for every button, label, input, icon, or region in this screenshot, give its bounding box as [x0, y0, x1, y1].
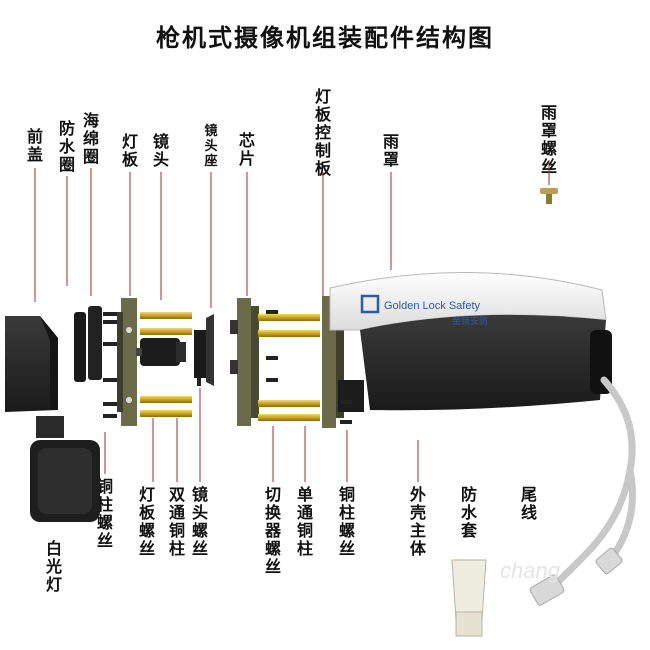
label-lens-mount: 镜头座 [204, 124, 218, 169]
waterproof-ring [74, 312, 86, 382]
housing-body [360, 314, 612, 411]
waterproof-sleeve [451, 559, 487, 637]
label-double-copper-pillar: 双通铜柱 [168, 485, 185, 558]
cable-connectors [529, 547, 623, 606]
label-front-cover: 前盖 [26, 127, 43, 164]
label-tail-cable: 尾线 [520, 485, 537, 522]
screws-left [103, 312, 117, 418]
screws-middle [266, 310, 278, 382]
label-copper-pillar-screw-right: 铜柱螺丝 [338, 485, 355, 558]
label-lamp-board: 灯板 [121, 132, 138, 169]
brand-name: Golden Lock Safety [384, 300, 481, 312]
label-rain-cover: 雨罩 [382, 132, 399, 169]
lamp-board [117, 298, 137, 426]
leader-lines [34, 160, 550, 482]
lens [136, 338, 186, 366]
label-waterproof-sleeve: 防水套 [460, 485, 477, 540]
label-lamp-board-screw: 灯板螺丝 [138, 485, 155, 558]
label-sponge-ring: 海绵圈 [82, 111, 99, 166]
brand-logo-icon [360, 294, 380, 314]
label-lens: 镜头 [152, 132, 169, 169]
label-rain-cover-screw: 雨罩螺丝 [540, 103, 557, 176]
front-cover [5, 316, 58, 412]
rain-cover-screw [540, 188, 558, 204]
chip-board [230, 298, 259, 426]
label-housing-body: 外壳主体 [409, 485, 426, 558]
label-white-light: 白光灯 [45, 539, 62, 594]
label-copper-pillar-screw-left: 铜柱螺丝 [96, 477, 113, 550]
copper-pillars-left [140, 312, 192, 417]
diagram-title: 枪机式摄像机组装配件结构图 [156, 23, 494, 52]
label-chip: 芯片 [238, 131, 255, 168]
copper-pillars-right [258, 314, 320, 421]
lens-mount [194, 314, 214, 386]
label-waterproof-ring: 防水圈 [58, 119, 75, 174]
label-lamp-control-board: 灯板控制板 [314, 87, 331, 178]
white-light-module [30, 416, 100, 522]
sponge-ring [88, 306, 102, 380]
brand-name-cn: 金锁安防 [452, 315, 488, 326]
label-single-copper-pillar: 单通铜柱 [296, 485, 313, 558]
label-switcher-screw: 切换器螺丝 [264, 485, 281, 576]
label-lens-screw: 镜头螺丝 [191, 485, 208, 558]
watermark: chang [500, 558, 561, 583]
